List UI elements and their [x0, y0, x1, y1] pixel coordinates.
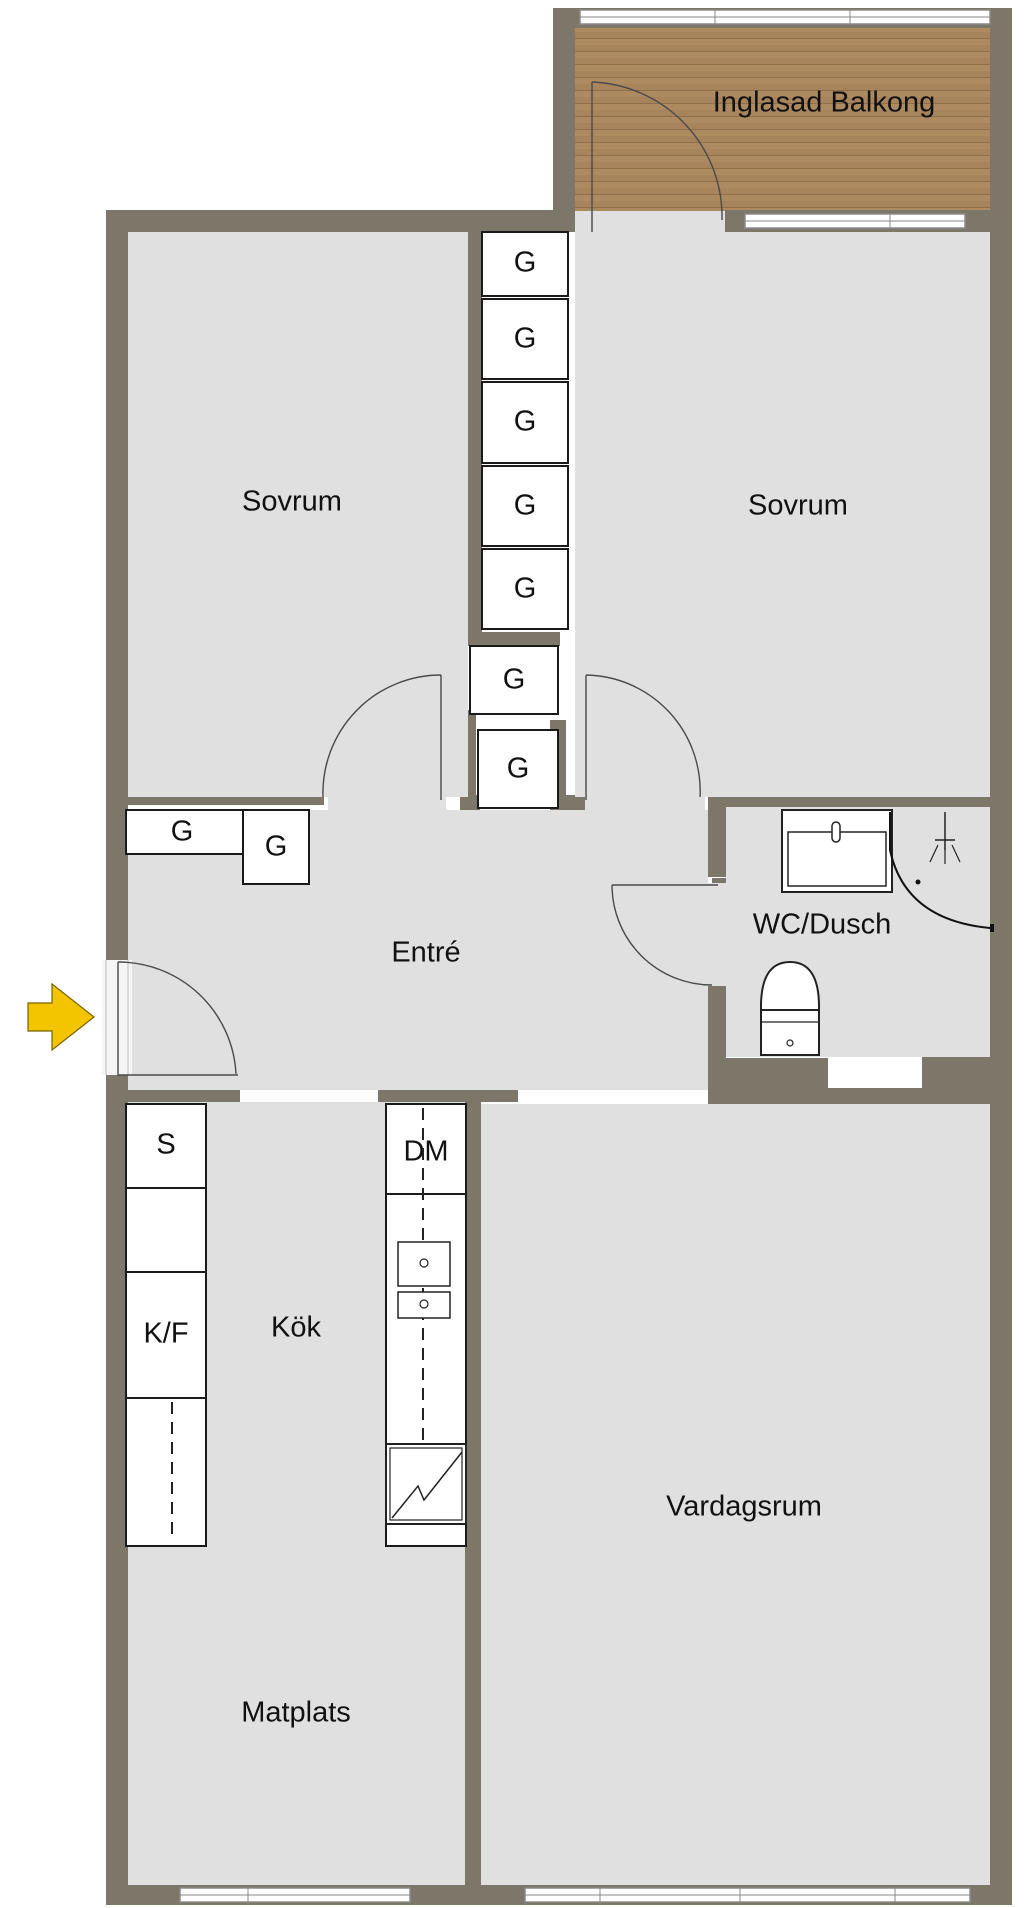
wardrobe-label: G [514, 323, 537, 355]
floors [128, 28, 990, 1885]
wardrobe: G [481, 298, 569, 380]
dishwasher-label: DM [403, 1136, 448, 1168]
stove-icon [385, 1443, 467, 1525]
room-label-bathroom: WC/Dusch [753, 909, 892, 941]
fridge-freezer [125, 1271, 207, 1399]
sink-icon [781, 809, 893, 893]
room-label-kitchen: Kök [271, 1312, 321, 1344]
wardrobe: G [481, 231, 569, 297]
dishwasher [385, 1103, 467, 1195]
wardrobes: G G G G G G G G [125, 231, 569, 885]
kitchen-fixtures: S K/F DM [125, 1103, 467, 1547]
wardrobe: G [481, 465, 569, 547]
room-label-living: Vardagsrum [666, 1491, 822, 1523]
wardrobe: G [481, 548, 569, 630]
windows [179, 9, 991, 1903]
sink-icon [397, 1241, 451, 1319]
room-label-bedroom-left: Sovrum [242, 486, 342, 518]
doors [102, 81, 735, 1076]
wardrobe-label: G [514, 247, 537, 279]
wardrobe-label: G [514, 406, 537, 438]
storage-label: S [156, 1129, 175, 1161]
wardrobe-label: G [514, 490, 537, 522]
bathroom-fixtures [759, 809, 994, 1056]
wardrobe-label: G [514, 573, 537, 605]
toilet-icon [759, 960, 821, 1056]
wardrobe: G [469, 645, 559, 715]
room-label-hall: Entré [391, 937, 460, 969]
room-label-bedroom-right: Sovrum [748, 490, 848, 522]
entry-arrow-icon [27, 982, 95, 1052]
wardrobe-label: G [507, 753, 530, 785]
room-label-balcony: Inglasad Balkong [713, 87, 936, 119]
fridge-freezer-label: K/F [143, 1318, 188, 1350]
room-label-dining: Matplats [241, 1697, 351, 1729]
wardrobe-label: G [265, 831, 288, 863]
balcony-deck [575, 28, 990, 210]
wardrobe: G [125, 809, 245, 855]
wardrobe-label: G [171, 816, 194, 848]
wardrobe: G [242, 809, 310, 885]
shower-icon [929, 812, 961, 864]
wardrobe-label: G [503, 664, 526, 696]
wardrobe: G [477, 729, 559, 809]
room-labels: Inglasad Balkong Sovrum Sovrum Entré WC/… [241, 87, 935, 1729]
wardrobe: G [481, 381, 569, 464]
